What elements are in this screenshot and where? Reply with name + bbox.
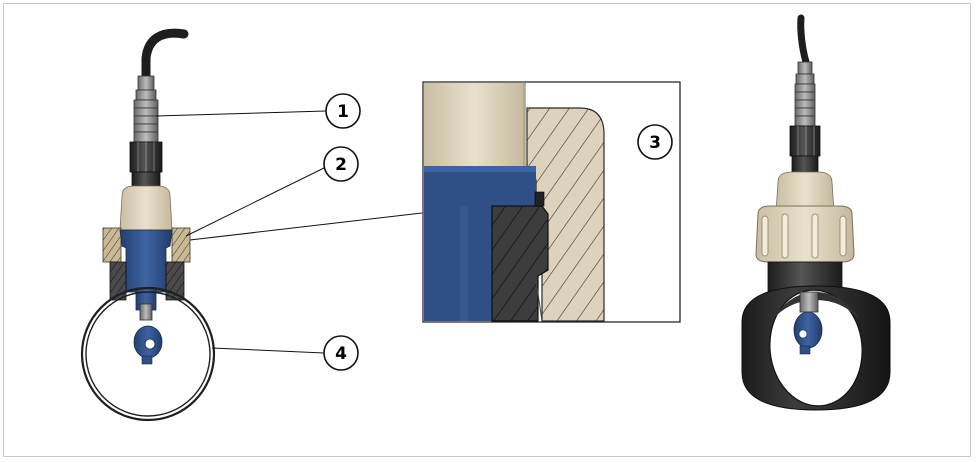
- leader-1: [155, 110, 327, 117]
- 3d-connector-nut: [789, 125, 821, 157]
- union-nut-left: [102, 227, 122, 263]
- sensor-tip: [133, 287, 163, 365]
- pipe-outer: [80, 286, 216, 422]
- callout-3: 3: [637, 124, 673, 160]
- detail-adapter: [491, 205, 549, 322]
- sectional-view: [80, 28, 216, 422]
- adapter-left: [109, 261, 127, 301]
- callout-2-label: 2: [335, 155, 347, 175]
- callout-2: 2: [323, 146, 359, 182]
- callout-1-label: 1: [337, 102, 349, 122]
- callout-4-label: 4: [335, 344, 347, 364]
- 3d-sensor-head: [775, 171, 835, 213]
- 3d-cable: [797, 14, 810, 66]
- leader-2b: [189, 212, 423, 241]
- sensor-head: [119, 185, 173, 231]
- perspective-view: [741, 14, 891, 411]
- 3d-pipe: [741, 285, 891, 411]
- 3d-strain-relief: [794, 61, 816, 127]
- sensor-cable: [141, 28, 189, 81]
- detail-sensor-head: [424, 83, 526, 166]
- 3d-sensor-tip: [793, 291, 823, 355]
- detail-gasket: [534, 191, 545, 207]
- pipe-inner: [85, 291, 211, 417]
- 3d-union-nut: [755, 205, 855, 263]
- leader-4: [211, 347, 325, 354]
- leader-2: [185, 167, 325, 237]
- sensor-body: [119, 229, 173, 293]
- callout-1: 1: [325, 93, 361, 129]
- connector-nut: [129, 141, 163, 187]
- callout-4: 4: [323, 335, 359, 371]
- adapter-right: [165, 261, 185, 301]
- detail-sensor-shaft: [424, 206, 492, 321]
- union-nut-right: [171, 227, 191, 263]
- detail-view: [422, 81, 681, 323]
- strain-relief: [133, 75, 159, 143]
- callout-3-label: 3: [649, 133, 661, 153]
- detail-sensor-body: [424, 166, 536, 206]
